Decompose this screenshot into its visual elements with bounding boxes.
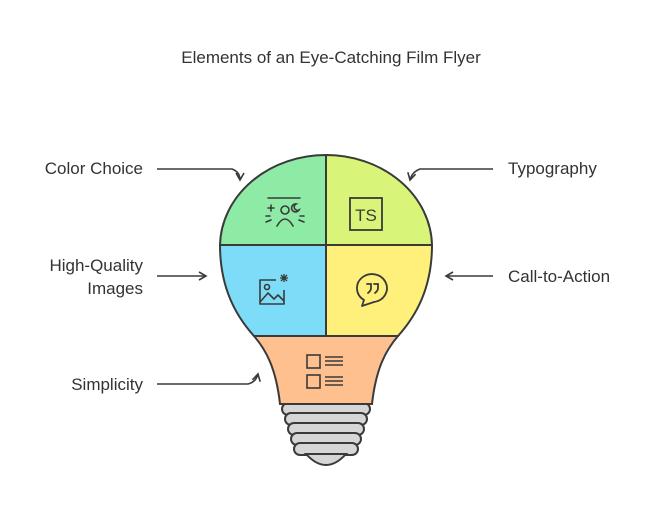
label-high-quality-line1: High-Quality	[49, 256, 143, 275]
segment-call-to-action	[325, 244, 434, 337]
arrow-simplicity	[157, 372, 261, 385]
arrow-typography	[407, 168, 493, 182]
label-call-to-action: Call-to-Action	[508, 267, 611, 286]
arrow-color-choice	[157, 168, 245, 182]
segment-simplicity	[251, 335, 401, 405]
stars-moon-person-icon	[265, 197, 305, 227]
ts-text-box-icon: TS	[349, 197, 383, 231]
label-color-choice: Color Choice	[44, 159, 143, 178]
label-high-quality-line2: Images	[87, 279, 143, 298]
diagram-title: Elements of an Eye-Catching Film Flyer	[181, 48, 481, 67]
segment-images	[218, 244, 327, 337]
speech-bubble-quotes-icon	[356, 273, 388, 307]
arrows	[157, 168, 493, 385]
label-simplicity: Simplicity	[71, 375, 143, 394]
label-typography: Typography	[508, 159, 597, 178]
image-sparkle-icon	[259, 274, 288, 305]
segment-typography	[325, 153, 434, 246]
label-high-quality-images: High-Quality Images	[49, 254, 143, 300]
bulb-base	[281, 402, 371, 466]
segment-color-choice	[218, 153, 327, 246]
svg-text:TS: TS	[355, 206, 377, 225]
list-checkbox-icon	[306, 354, 343, 389]
